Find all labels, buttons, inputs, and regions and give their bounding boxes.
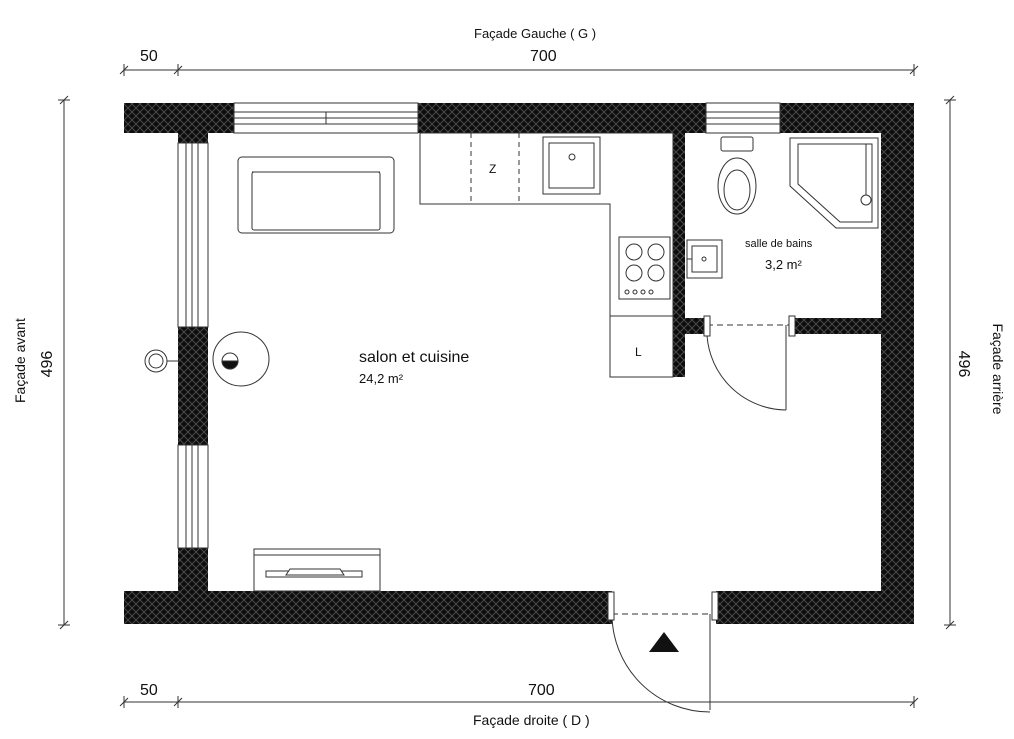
- exterior-walls: [124, 103, 914, 624]
- dimension-lines: [58, 64, 956, 708]
- windows: [177, 102, 781, 549]
- dimension-top-main: 700: [530, 48, 557, 65]
- facade-rear-label: Façade arrière: [990, 323, 1006, 415]
- living-room-area: 24,2 m²: [359, 371, 404, 386]
- facade-right-label: Façade droite ( D ): [473, 712, 590, 728]
- dimension-right-height: 496: [955, 350, 972, 378]
- kitchen-counter: [419, 132, 674, 378]
- entrance-arrow-icon: [649, 632, 679, 652]
- toilet: [717, 136, 757, 215]
- kitchen-sink: [542, 136, 601, 195]
- dimension-bottom-main: 700: [528, 682, 555, 699]
- living-room-name: salon et cuisine: [359, 349, 470, 366]
- sofa: [237, 156, 395, 234]
- bathroom-name: salle de bains: [745, 238, 813, 250]
- bathroom-door: [703, 315, 796, 411]
- cabinet-mark: L: [635, 345, 642, 359]
- facade-left-label: Façade Gauche ( G ): [474, 26, 597, 41]
- dimension-bottom-small: 50: [140, 682, 158, 699]
- shower: [789, 137, 879, 229]
- dining-table: [144, 331, 270, 387]
- dimension-top-small: 50: [140, 48, 158, 65]
- bathroom-sink: [686, 239, 723, 279]
- dimension-left-height: 496: [39, 350, 56, 378]
- interior-walls: [673, 133, 881, 377]
- fridge-mark: Z: [489, 162, 497, 176]
- tv-unit: [253, 548, 381, 592]
- facade-front-label: Façade avant: [12, 318, 28, 403]
- entrance-door: [607, 591, 719, 713]
- bathroom-area: 3,2 m²: [765, 257, 802, 272]
- cooktop: [618, 236, 671, 300]
